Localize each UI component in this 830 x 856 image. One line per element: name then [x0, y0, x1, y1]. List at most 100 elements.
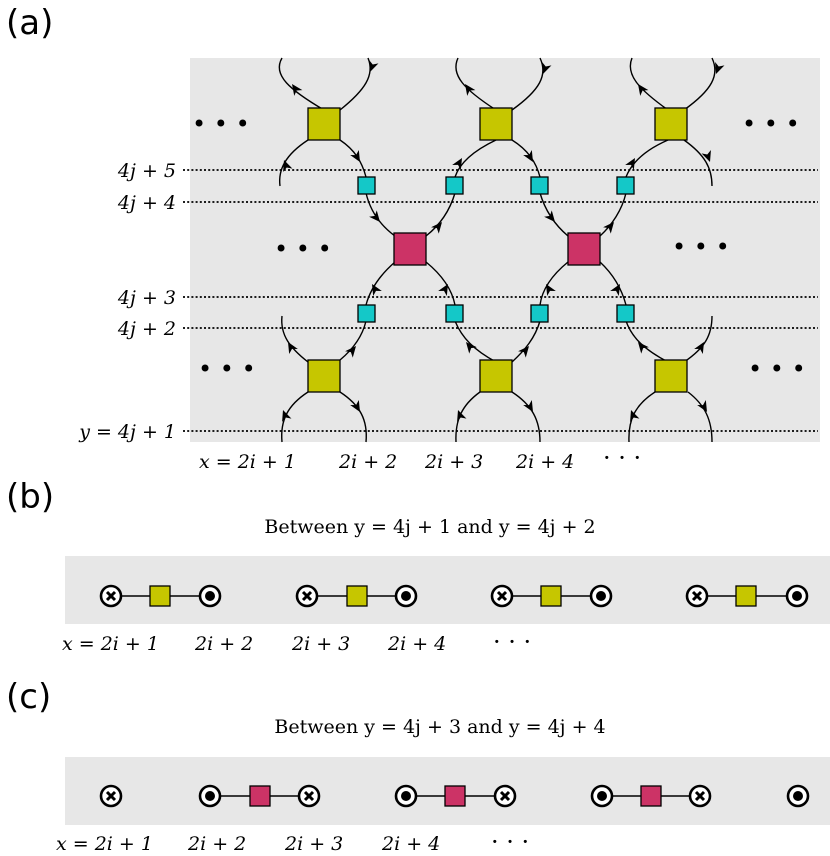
tensors: [307, 107, 688, 393]
wire: [683, 315, 713, 363]
wire: [339, 391, 367, 443]
ellipsis: • • •: [274, 235, 332, 263]
panel-b-chain: [99, 584, 809, 608]
y-label: 4j + 2: [117, 318, 176, 340]
olive-tensor: [307, 107, 341, 141]
dot-site-icon: [198, 584, 222, 608]
dot-site-icon: [589, 584, 613, 608]
x-label: x = 2i + 1: [62, 633, 159, 655]
wire: [339, 320, 367, 361]
cross-site-icon: [688, 784, 712, 808]
wire: [365, 261, 396, 306]
y-label: y = 4j + 1: [78, 421, 176, 443]
cross-site-icon: [295, 584, 319, 608]
olive-tensor: [540, 585, 562, 607]
dot-site-icon: [786, 784, 810, 808]
cross-site-icon: [490, 584, 514, 608]
wire: [683, 139, 713, 187]
wire: [278, 57, 325, 111]
wire: [625, 139, 669, 178]
wire: [281, 391, 309, 443]
ellipsis: • • •: [198, 355, 256, 383]
x-label: 2i + 3: [284, 833, 343, 855]
panel-a-label: (a): [6, 3, 53, 43]
x-label: 2i + 3: [424, 451, 483, 473]
panel-c-caption: Between y = 4j + 3 and y = 4j + 4: [274, 716, 605, 738]
cyan-tensor: [530, 304, 549, 323]
panel-b-background: [65, 556, 830, 624]
panel-c-label: (c): [6, 677, 51, 717]
dot-site-icon: [394, 584, 418, 608]
wire: [683, 57, 716, 111]
magenta-tensor: [249, 785, 271, 807]
cyan-tensor: [357, 304, 376, 323]
cyan-tensor: [616, 304, 635, 323]
panel-c-x-labels: x = 2i + 1 2i + 2 2i + 3 2i + 4 · · ·: [56, 828, 529, 856]
x-label: 2i + 2: [338, 451, 397, 473]
dot-site-icon: [785, 584, 809, 608]
x-label: 2i + 4: [515, 451, 574, 473]
wire: [539, 261, 569, 306]
x-label: x = 2i + 1: [56, 833, 153, 855]
wire: [687, 391, 713, 443]
olive-tensor: [479, 359, 513, 393]
cyan-tensor: [530, 176, 549, 195]
x-label: 2i + 3: [291, 633, 350, 655]
olive-tensor: [479, 107, 513, 141]
y-axis-labels: 4j + 5 4j + 4 4j + 3 4j + 2 y = 4j + 1: [78, 160, 176, 443]
x-label: x = 2i + 1: [199, 451, 296, 473]
olive-tensor: [346, 585, 368, 607]
olive-tensor: [735, 585, 757, 607]
cyan-tensor: [445, 304, 464, 323]
x-label: · · ·: [603, 444, 641, 472]
cyan-tensor: [445, 176, 464, 195]
wire: [454, 139, 497, 178]
panel-b-label: (b): [6, 477, 54, 517]
wire: [511, 57, 544, 111]
x-label: · · ·: [493, 628, 531, 656]
magenta-tensor: [640, 785, 662, 807]
cyan-tensor: [616, 176, 635, 195]
cross-site-icon: [493, 784, 517, 808]
x-label: 2i + 2: [194, 633, 253, 655]
y-label: 4j + 5: [117, 160, 176, 182]
row-lines: [183, 169, 818, 432]
olive-tensor: [307, 359, 341, 393]
olive-tensor: [149, 585, 171, 607]
y-label: 4j + 3: [117, 287, 176, 309]
wire: [425, 192, 456, 237]
wire: [425, 261, 456, 306]
dot-site-icon: [394, 784, 418, 808]
cross-site-icon: [99, 584, 123, 608]
wire: [629, 57, 669, 111]
cyan-tensor: [357, 176, 376, 195]
wire: [599, 192, 627, 237]
wire: [281, 315, 309, 363]
magenta-tensor: [567, 232, 601, 266]
x-label: 2i + 4: [381, 833, 440, 855]
ellipsis: • • •: [742, 110, 800, 138]
dot-site-icon: [198, 784, 222, 808]
x-label: 2i + 4: [387, 633, 446, 655]
magenta-tensor: [444, 785, 466, 807]
x-axis-labels: x = 2i + 1 2i + 2 2i + 3 2i + 4 · · ·: [199, 444, 641, 473]
panel-c-chain: [99, 784, 810, 808]
olive-tensor: [654, 107, 688, 141]
wire: [599, 261, 627, 306]
panel-b-caption: Between y = 4j + 1 and y = 4j + 2: [264, 516, 595, 538]
cross-site-icon: [99, 784, 123, 808]
dot-site-icon: [590, 784, 614, 808]
wire: [511, 391, 541, 443]
wire: [454, 320, 497, 363]
ellipsis: • • •: [192, 110, 250, 138]
ellipsis: • • •: [748, 355, 806, 383]
cross-site-icon: [297, 784, 321, 808]
olive-tensor: [654, 359, 688, 393]
ellipsis: • • •: [672, 233, 730, 261]
wire: [511, 320, 541, 363]
x-label: · · ·: [491, 828, 529, 856]
cross-site-icon: [685, 584, 709, 608]
y-label: 4j + 4: [117, 192, 176, 214]
panel-b-x-labels: x = 2i + 1 2i + 2 2i + 3 2i + 4 · · ·: [62, 628, 531, 656]
